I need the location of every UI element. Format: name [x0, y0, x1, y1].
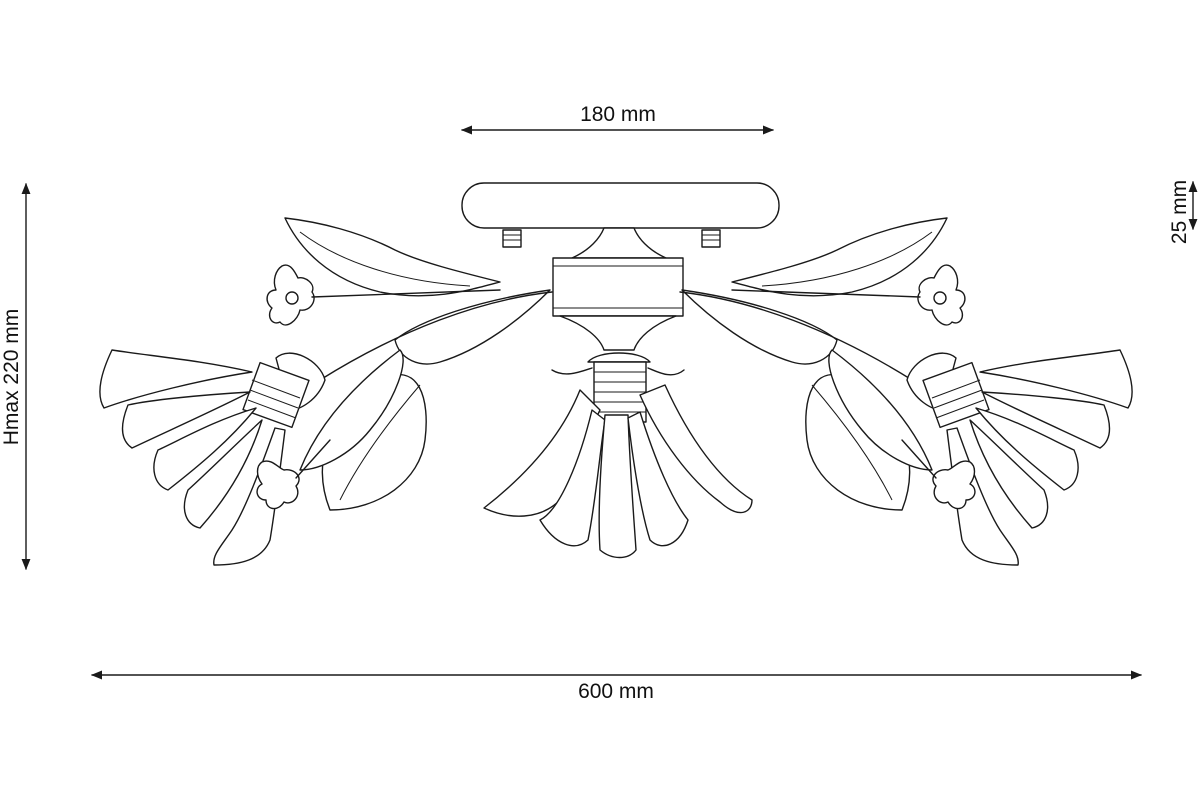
dimension-top-width-label: 180 mm: [580, 103, 656, 126]
mounting-screw-right: [701, 229, 721, 248]
dimension-height: Hmax 220 mm: [0, 182, 31, 571]
lamp-illustration: [99, 182, 1133, 566]
center-lamp-holder: [551, 352, 685, 423]
dimension-total-width-label: 600 mm: [578, 680, 654, 703]
dimension-plate-height: 25 mm: [1168, 180, 1198, 244]
central-body: [552, 227, 684, 351]
dimension-top-width: 180 mm: [460, 103, 775, 135]
mounting-screw-left: [502, 229, 522, 248]
left-lamp-arm: [99, 217, 553, 566]
ceiling-plate: [461, 182, 780, 229]
right-lamp-holder: [906, 352, 990, 429]
right-lamp-arm: [679, 217, 1133, 566]
center-flower-shade: [483, 384, 753, 559]
dimension-total-width: 600 mm: [90, 670, 1143, 703]
left-lamp-holder: [242, 352, 326, 429]
dimension-plate-height-label: 25 mm: [1168, 180, 1191, 244]
dimension-height-label: Hmax 220 mm: [0, 309, 23, 446]
